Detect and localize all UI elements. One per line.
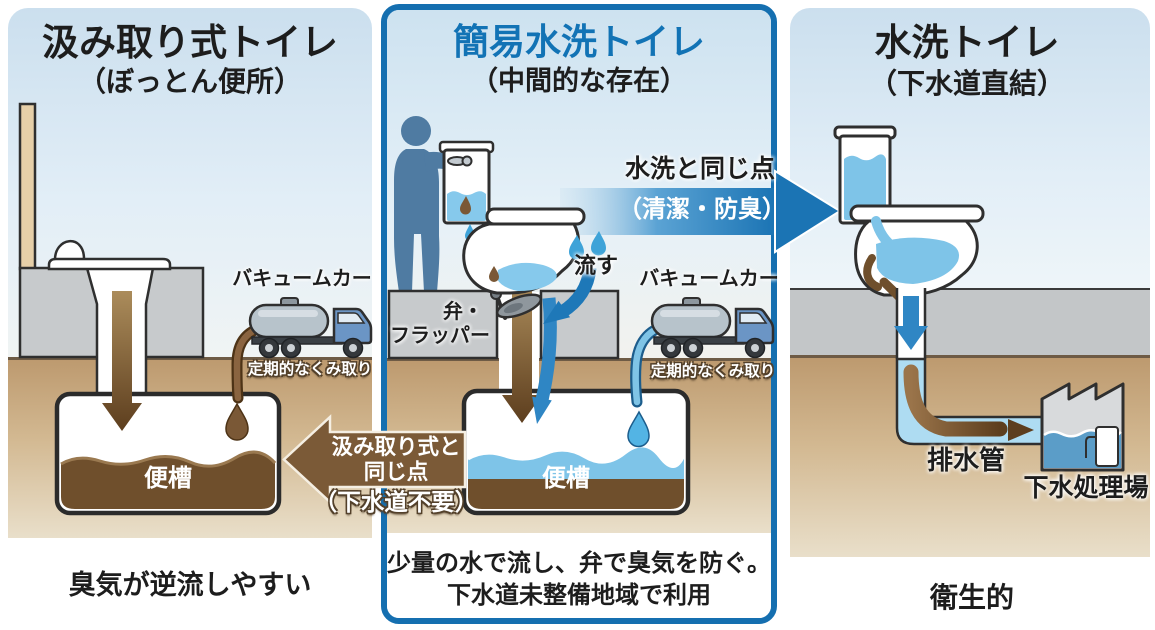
simple-flush-caption-line1: 少量の水で流し、弁で臭気を防ぐ。 [387, 550, 771, 577]
flush-panel-subtitle: （下水道直結） [868, 68, 1066, 99]
pit-tank-label: 便槽 [144, 465, 192, 492]
vacuum-truck-note: 定期的なくみ取り [650, 363, 776, 380]
simple-flush-panel-caption-area [387, 533, 771, 618]
simple-flush-panel-frame [381, 4, 777, 624]
drain-pipe-label: 排水管 [926, 445, 1006, 475]
same-as-pit-arrow-line1: 汲み取り式と [331, 435, 461, 459]
simple-flush-panel-title: 簡易水洗トイレ [452, 21, 706, 62]
same-as-flush-arrow-title: 水洗と同じ点 [624, 155, 776, 183]
same-as-pit-arrow-line2: 同じ点 [363, 460, 429, 484]
pit-panel-subtitle: （ぼっとん便所） [77, 66, 303, 97]
vacuum-truck-label: バキュームカー [232, 268, 372, 290]
treatment-plant-label: 下水処理場 [1023, 474, 1149, 502]
vacuum-truck-label: バキュームカー [639, 268, 779, 290]
vacuum-truck-note: 定期的なくみ取り [247, 361, 373, 378]
flush-action-label: 流す [573, 253, 619, 278]
flush-panel-ground-slab [790, 288, 1150, 358]
pit-panel-title: 汲み取り式トイレ [42, 22, 338, 63]
valve-label-line2: フラッパー [390, 325, 490, 347]
flush-panel-title: 水洗トイレ [874, 22, 1060, 63]
pit-panel-caption: 臭気が逆流しやすい [68, 570, 312, 600]
flush-panel-caption: 衛生的 [929, 582, 1015, 613]
same-as-flush-arrow-note: （清潔・防臭） [618, 196, 786, 223]
simple-flush-caption-line2: 下水道未整備地域で利用 [447, 582, 711, 609]
valve-label-line1: 弁・ [443, 301, 483, 323]
same-as-pit-arrow-note: （下水道不要） [313, 489, 479, 515]
simple-flush-panel-subtitle: （中間的な存在） [471, 66, 687, 96]
holding-tank-label: 便槽 [542, 465, 590, 492]
